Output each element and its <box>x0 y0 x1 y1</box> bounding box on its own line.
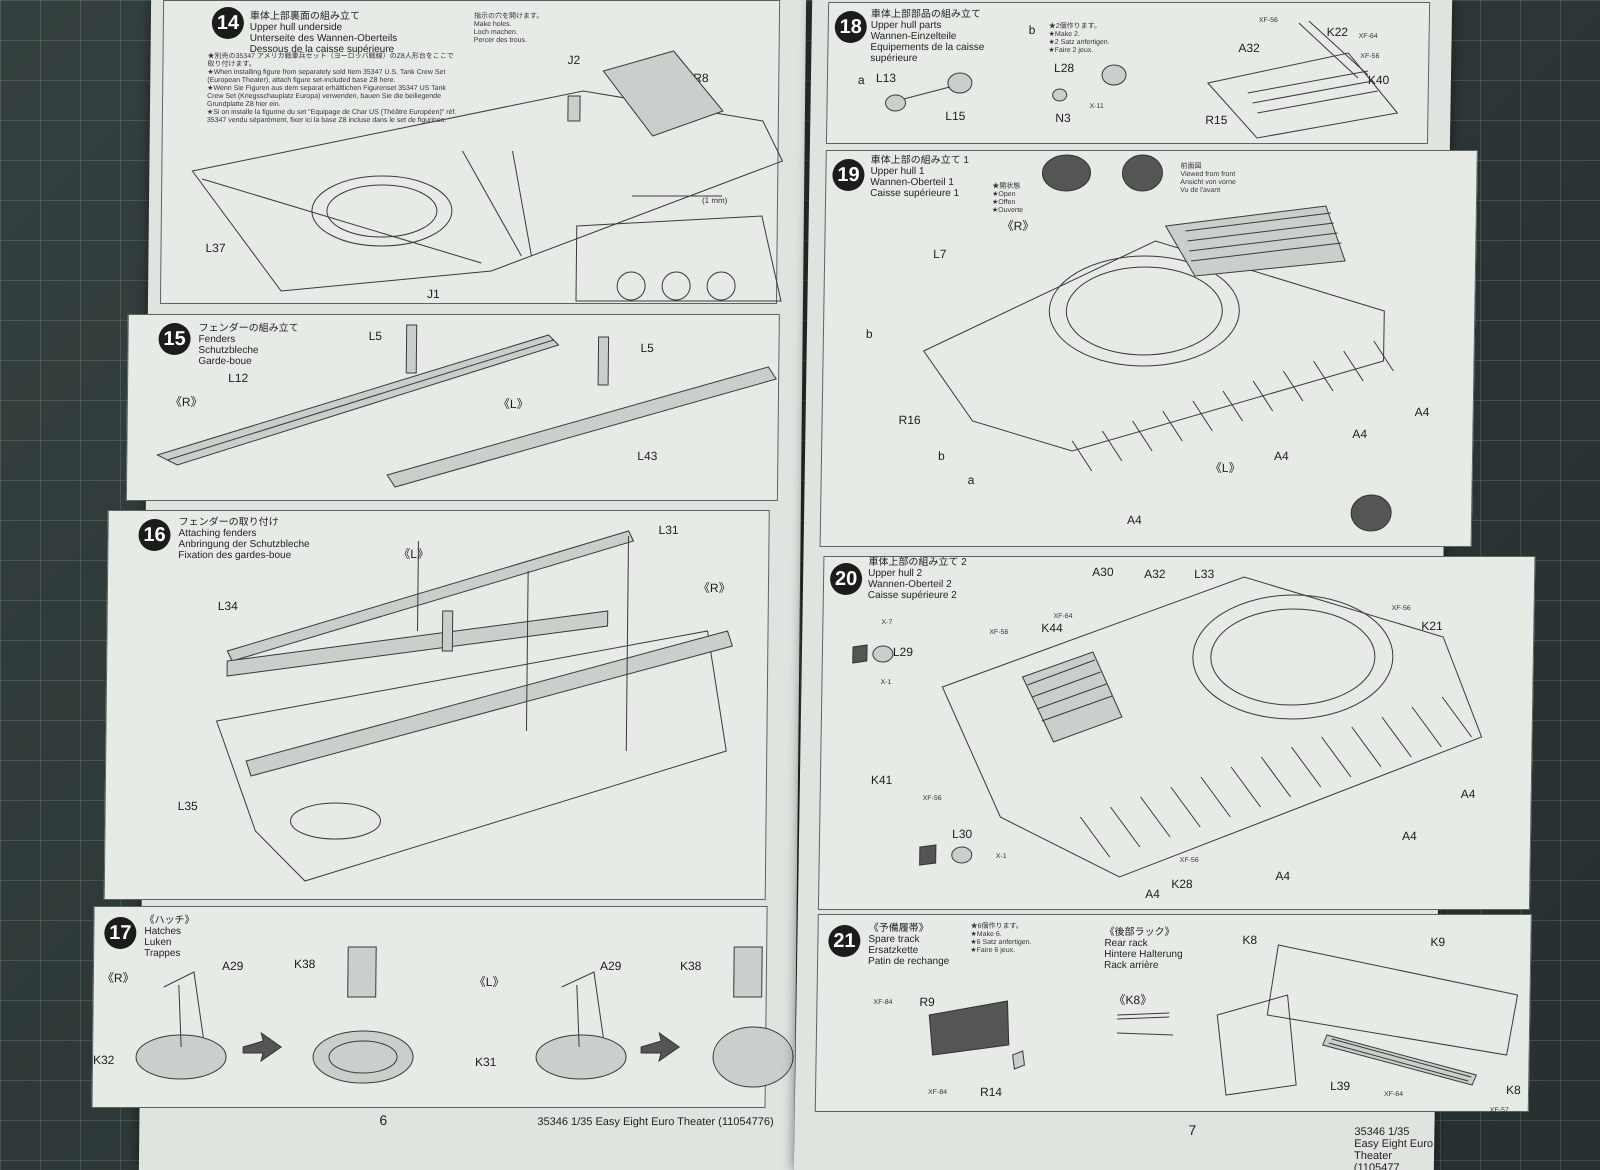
upper-hull-1-drawing <box>922 154 1394 532</box>
upper-hull-2-drawing <box>852 576 1483 878</box>
step-16-panel: 16 フェンダーの取り付け Attaching fenders Anbringu… <box>103 510 770 900</box>
attaching-fenders-drawing <box>215 530 733 882</box>
page-number: 6 <box>379 1112 388 1128</box>
spare-track-and-rack-drawing <box>928 944 1519 1096</box>
step-15-panel: 15 フェンダーの組み立て Fenders Schutzbleche Garde… <box>125 314 780 501</box>
page-footer: 35346 1/35 Easy Eight Euro Theater (1105… <box>537 1116 774 1128</box>
upper-hull-underside-drawing <box>191 50 784 302</box>
hatches-drawing <box>135 946 794 1088</box>
upper-hull-parts-drawing <box>885 20 1399 139</box>
step-20-panel: 20 車体上部の組み立て 2 Upper hull 2 Wannen-Obert… <box>817 556 1536 910</box>
instruction-page-right: 18 車体上部部品の組み立て Upper hull parts Wannen-E… <box>793 0 1536 1170</box>
page-number: 7 <box>1188 1122 1197 1138</box>
step-17-panel: 17 《ハッチ》 Hatches Luken Trappes 《R》 《L》 A… <box>91 906 794 1108</box>
fenders-drawing <box>156 324 777 488</box>
page-footer: 35346 1/35 Easy Eight Euro Theater (1105… <box>1353 1126 1434 1170</box>
instruction-page-left: 14 車体上部裏面の組み立て Upper hull underside Unte… <box>91 0 807 1170</box>
step-18-panel: 18 車体上部部品の組み立て Upper hull parts Wannen-E… <box>825 2 1431 144</box>
step-21-panel: 21 《予備履帯》 Spare track Ersatzkette Patin … <box>814 914 1532 1114</box>
step-14-panel: 14 車体上部裏面の組み立て Upper hull underside Unte… <box>159 0 784 304</box>
step-19-panel: 19 車体上部の組み立て 1 Upper hull 1 Wannen-Obert… <box>819 150 1478 547</box>
